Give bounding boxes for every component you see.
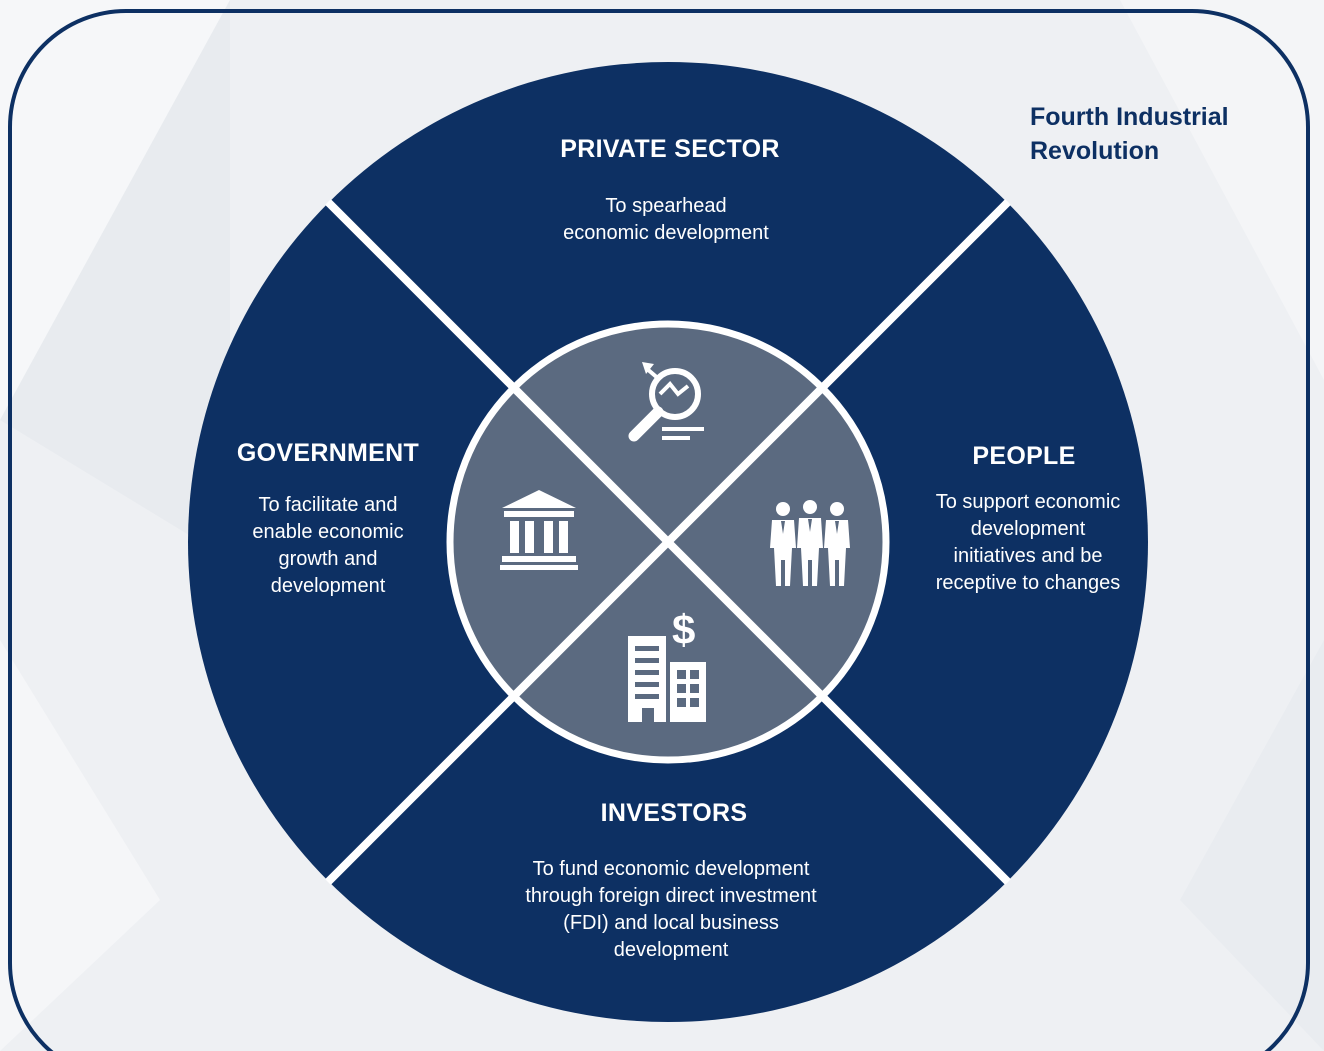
description-line: To support economic — [935, 491, 1121, 513]
rounded-frame — [8, 9, 1310, 1051]
title-line: Fourth Industrial — [1030, 103, 1229, 131]
government-building-icon — [500, 490, 578, 570]
fourth-industrial-revolution-title: Fourth Industrial Revolution — [1030, 100, 1290, 168]
title-line: Revolution — [1030, 137, 1160, 165]
description-line: To spearhead — [605, 195, 727, 217]
people-heading: PEOPLE — [972, 442, 1076, 470]
description-line: To fund economic development — [532, 858, 810, 880]
investors-description: To fund economic development through for… — [486, 856, 856, 964]
private-sector-description: To spearhead economic development — [516, 193, 816, 247]
government-heading: GOVERNMENT — [236, 439, 420, 467]
private-sector-heading: PRIVATE SECTOR — [560, 135, 780, 163]
inner-divider-b — [511, 385, 825, 699]
growth-analysis-icon — [628, 362, 704, 442]
people-group-icon — [770, 500, 850, 586]
description-line: development — [970, 518, 1086, 540]
description-line: initiatives and be — [953, 545, 1103, 567]
people-description: To support economic development initiati… — [914, 489, 1142, 597]
description-line: growth and — [278, 548, 378, 570]
description-line: through foreign direct investment — [525, 885, 817, 907]
description-line: economic development — [563, 222, 769, 244]
description-line: To facilitate and — [258, 494, 398, 516]
description-line: development — [613, 939, 729, 961]
investors-heading: INVESTORS — [600, 799, 748, 827]
svg-text:$: $ — [672, 606, 695, 653]
description-line: (FDI) and local business — [563, 912, 779, 934]
investment-building-icon: $ — [628, 606, 706, 722]
description-line: enable economic — [252, 521, 404, 543]
description-line: receptive to changes — [935, 572, 1121, 594]
description-line: development — [270, 575, 386, 597]
government-description: To facilitate and enable economic growth… — [218, 492, 438, 600]
